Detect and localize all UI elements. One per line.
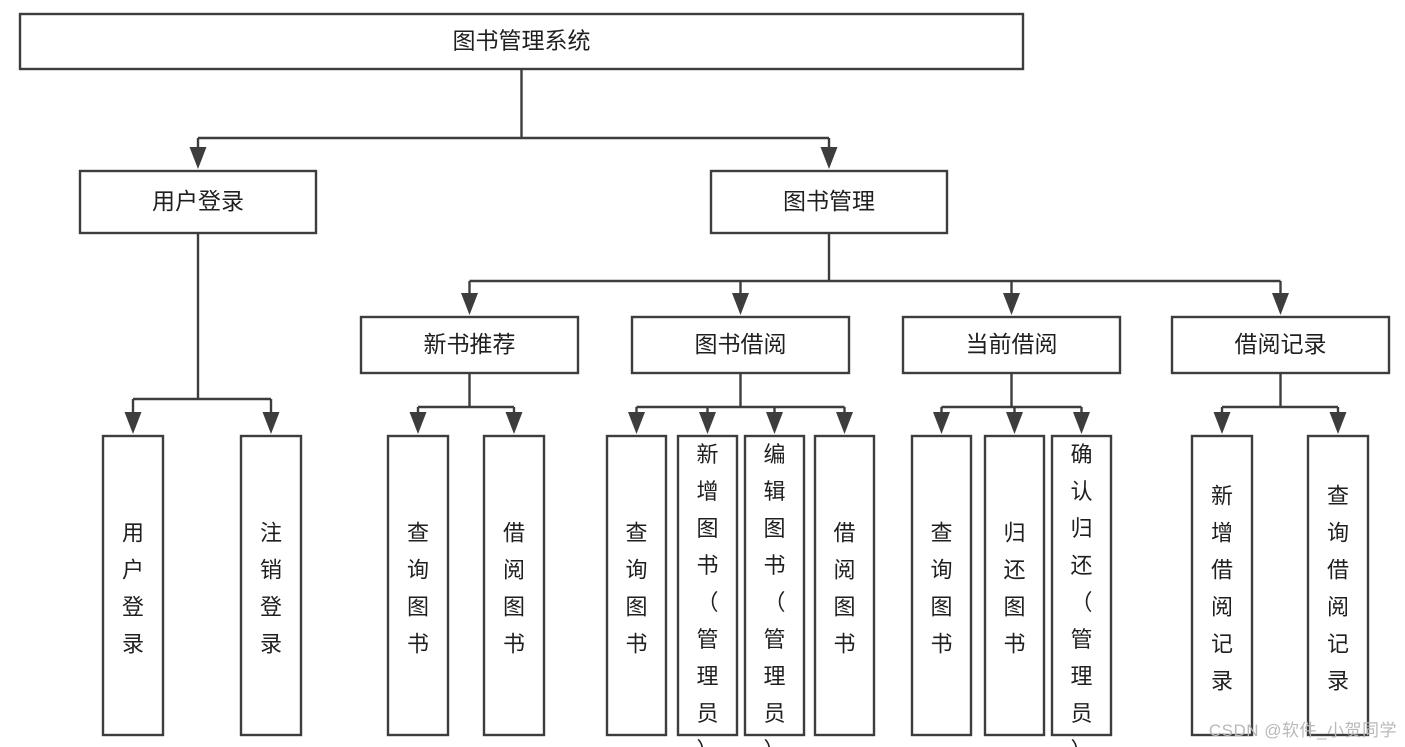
node-box	[605, 434, 668, 737]
node-label: 用户登录	[122, 520, 144, 656]
node-leaf-borrow-3[interactable]: 编辑图书（管理员）	[743, 434, 806, 747]
arrow-head-icon	[1272, 293, 1289, 315]
node-record[interactable]: 借阅记录	[1170, 315, 1391, 375]
node-label: 图书管理	[783, 188, 875, 214]
node-box	[813, 434, 876, 737]
node-leaf-record-2[interactable]: 查询借阅记录	[1306, 434, 1370, 737]
node-box	[18, 12, 1025, 71]
arrow-head-icon	[836, 412, 853, 434]
arrow-head-icon	[505, 412, 523, 434]
arrow-head-icon	[820, 147, 838, 169]
node-leaf-newbook-2[interactable]: 借阅图书	[482, 434, 546, 737]
arrow-head-icon	[1003, 293, 1020, 315]
arrow-head-icon	[461, 293, 478, 315]
node-label: 查询图书	[930, 520, 952, 656]
node-box	[676, 434, 739, 737]
node-box	[901, 315, 1122, 375]
node-box	[1190, 434, 1254, 737]
node-box	[359, 315, 580, 375]
node-layer: 图书管理系统用户登录图书管理新书推荐图书借阅当前借阅借阅记录用户登录注销登录查询…	[18, 12, 1391, 747]
arrow-head-icon	[1329, 412, 1347, 434]
node-label: 归还图书	[1003, 520, 1025, 656]
node-leaf-record-1[interactable]: 新增借阅记录	[1190, 434, 1254, 737]
arrow-head-icon	[732, 293, 749, 315]
node-box	[101, 434, 165, 737]
node-box	[1050, 434, 1113, 737]
node-newbook[interactable]: 新书推荐	[359, 315, 580, 375]
node-label: 图书管理系统	[453, 28, 591, 54]
node-root[interactable]: 图书管理系统	[18, 12, 1025, 71]
arrow-head-icon	[124, 412, 142, 434]
node-label: 用户登录	[152, 188, 244, 214]
connector-layer	[124, 69, 1347, 434]
node-label: 查询图书	[625, 520, 647, 656]
node-label: 查询图书	[407, 520, 429, 656]
node-label: 查询借阅记录	[1327, 483, 1349, 693]
node-label: 图书借阅	[695, 331, 787, 357]
arrow-head-icon	[409, 412, 427, 434]
node-box	[630, 315, 851, 375]
node-box	[1170, 315, 1391, 375]
watermark-text: CSDN @软件_小贺同学	[1208, 721, 1397, 740]
node-box	[743, 434, 806, 737]
node-label: 编辑图书（管理员）	[763, 442, 785, 747]
node-label: 借阅图书	[833, 520, 855, 656]
node-leaf-borrow-2[interactable]: 新增图书（管理员）	[676, 434, 739, 747]
node-box	[983, 434, 1046, 737]
node-label: 注销登录	[260, 520, 282, 656]
node-leaf-newbook-1[interactable]: 查询图书	[386, 434, 450, 737]
arrow-head-icon	[1073, 412, 1090, 434]
node-box	[709, 169, 949, 235]
node-label: 新增借阅记录	[1211, 483, 1233, 693]
node-leaf-borrow-1[interactable]: 查询图书	[605, 434, 668, 737]
arrow-head-icon	[628, 412, 645, 434]
node-leaf-borrow-4[interactable]: 借阅图书	[813, 434, 876, 737]
node-leaf-login-1[interactable]: 用户登录	[101, 434, 165, 737]
node-label: 新增图书（管理员）	[696, 442, 718, 747]
node-box	[78, 169, 318, 235]
node-box	[910, 434, 973, 737]
arrow-head-icon	[189, 147, 207, 169]
node-box	[239, 434, 303, 737]
node-label: 借阅记录	[1235, 331, 1327, 357]
node-box	[482, 434, 546, 737]
node-login[interactable]: 用户登录	[78, 169, 318, 235]
node-leaf-current-3[interactable]: 确认归还（管理员）	[1050, 434, 1113, 747]
node-borrow[interactable]: 图书借阅	[630, 315, 851, 375]
arrow-head-icon	[1006, 412, 1023, 434]
node-label: 新书推荐	[424, 331, 516, 357]
node-leaf-current-1[interactable]: 查询图书	[910, 434, 973, 737]
arrow-head-icon	[1213, 412, 1231, 434]
arrow-head-icon	[933, 412, 950, 434]
node-label: 借阅图书	[503, 520, 525, 656]
node-box	[386, 434, 450, 737]
node-bookmgmt[interactable]: 图书管理	[709, 169, 949, 235]
node-box	[1306, 434, 1370, 737]
arrow-head-icon	[699, 412, 716, 434]
arrow-head-icon	[262, 412, 280, 434]
arrow-head-icon	[766, 412, 783, 434]
node-current[interactable]: 当前借阅	[901, 315, 1122, 375]
node-leaf-login-2[interactable]: 注销登录	[239, 434, 303, 737]
node-leaf-current-2[interactable]: 归还图书	[983, 434, 1046, 737]
node-label: 确认归还（管理员）	[1070, 442, 1092, 747]
node-label: 当前借阅	[966, 331, 1058, 357]
